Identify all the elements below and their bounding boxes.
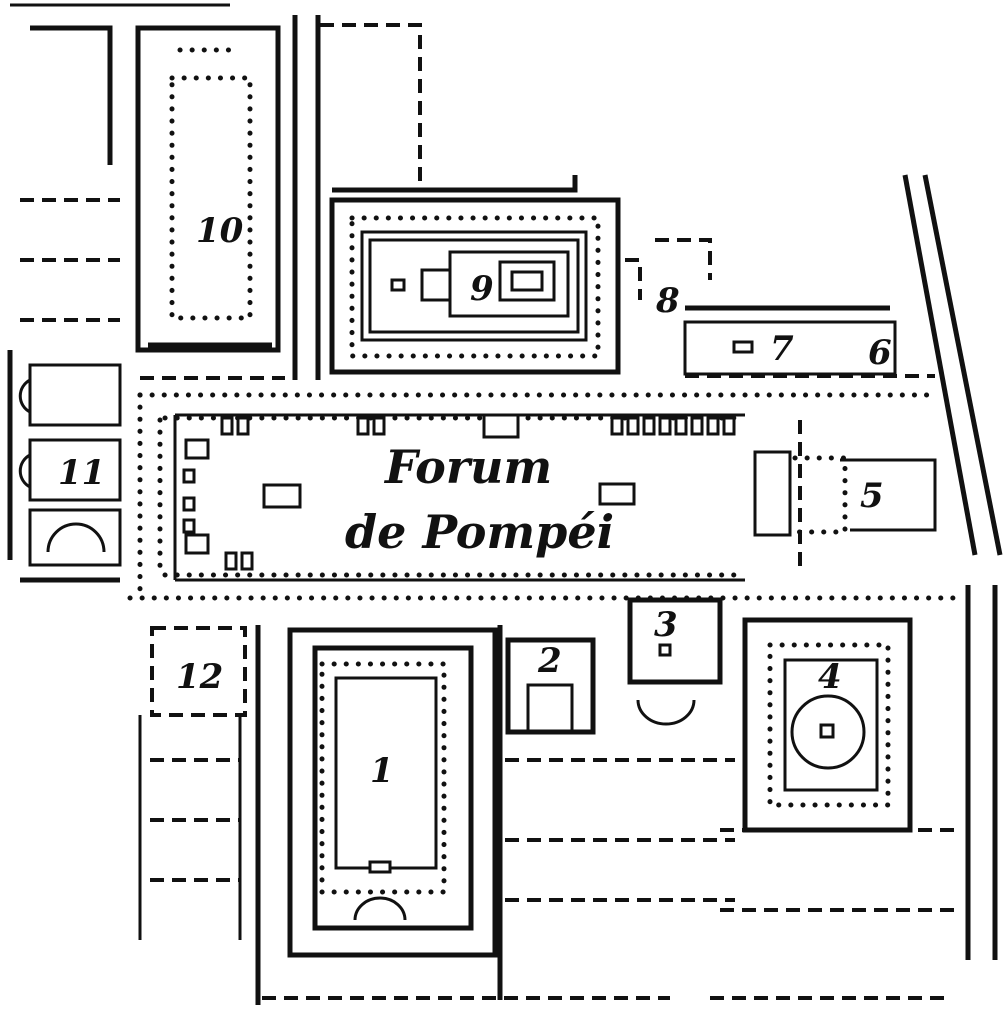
forum-area: [127, 392, 963, 601]
building-1: [287, 627, 498, 958]
label-11: 11: [58, 453, 105, 493]
building-9: [329, 175, 621, 375]
label-4: 4: [818, 657, 842, 697]
streets: [10, 3, 1003, 1005]
label-2: 2: [537, 641, 562, 681]
building-5: [753, 420, 937, 570]
building-12: [138, 626, 247, 940]
buildings-2-3: [505, 597, 723, 735]
building-10: [135, 25, 285, 380]
map-title-line1: Forum: [383, 440, 552, 494]
label-5: 5: [860, 476, 884, 516]
label-1: 1: [370, 751, 394, 791]
label-9: 9: [470, 269, 494, 309]
label-7: 7: [770, 329, 794, 369]
label-6: 6: [868, 333, 892, 373]
label-12: 12: [176, 657, 223, 697]
label-8: 8: [655, 281, 680, 321]
building-11: [7, 350, 122, 583]
label-10: 10: [196, 211, 244, 251]
map-title-line2: de Pompéi: [345, 505, 614, 559]
building-4: [742, 617, 913, 833]
buildings-6-7-8: [625, 238, 935, 378]
label-3: 3: [654, 605, 678, 645]
